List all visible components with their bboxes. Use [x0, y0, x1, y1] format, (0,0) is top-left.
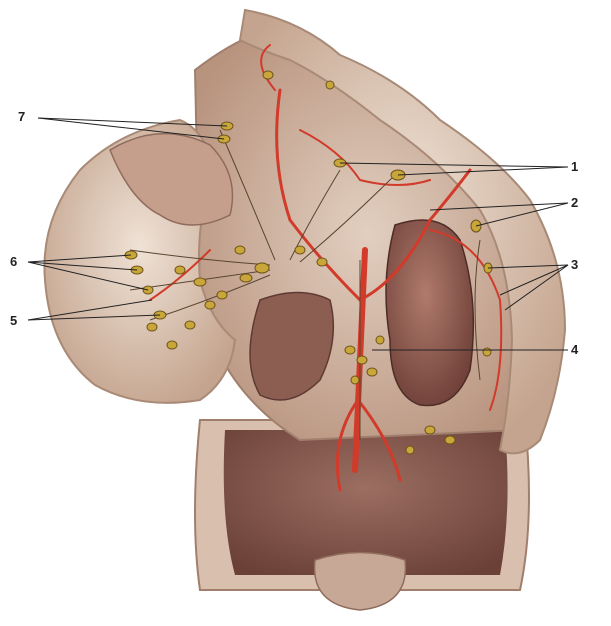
lymph-nodes: [124, 70, 493, 455]
callout-label-7: 7: [18, 109, 26, 124]
callout-label-2: 2: [571, 195, 579, 210]
callout-label-3: 3: [571, 257, 579, 272]
callout-lines: [27, 117, 569, 351]
callout-label-4: 4: [571, 342, 579, 357]
pelvic-wall: [194, 419, 530, 611]
callout-label-5: 5: [10, 313, 18, 328]
callout-label-6: 6: [10, 254, 18, 269]
callout-label-1: 1: [571, 159, 579, 174]
small-intestine: [109, 132, 335, 401]
kidney: [385, 219, 475, 407]
